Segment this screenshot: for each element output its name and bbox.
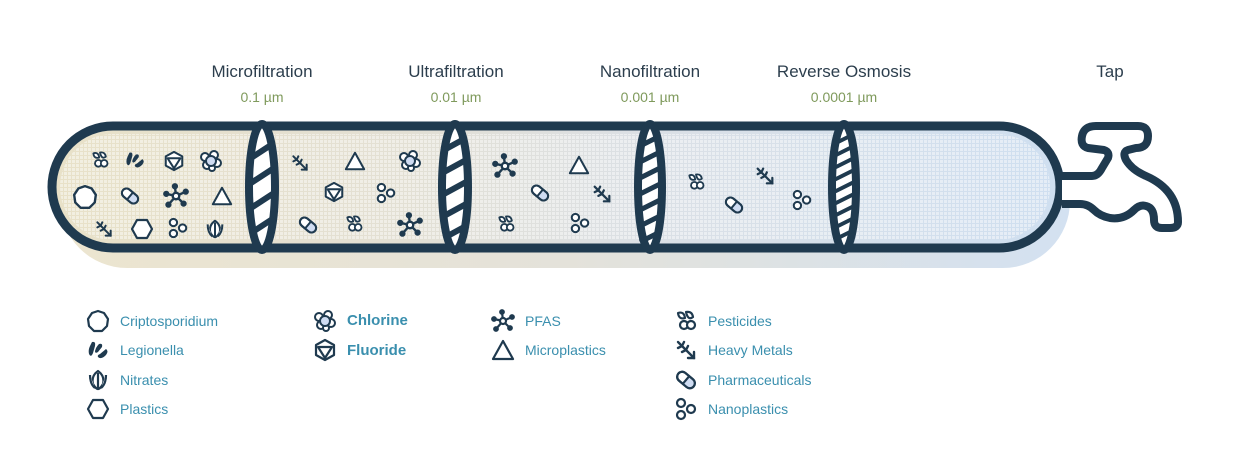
heavy-metals-icon xyxy=(674,338,698,362)
plastics-icon xyxy=(86,397,110,421)
legend-item-heavy-metals: Heavy Metals xyxy=(674,336,812,366)
nitrates-icon xyxy=(86,368,110,392)
stage-name: Microfiltration xyxy=(211,62,313,81)
legend-column-4: Pesticides Heavy Metals Pharmaceuticals … xyxy=(674,306,812,424)
criptosporidium-icon xyxy=(72,184,98,210)
legend-item-microplastics: Microplastics xyxy=(491,336,606,366)
stage-pore-size: 0.0001 µm xyxy=(810,89,878,105)
chlorine-icon xyxy=(313,309,337,333)
filter-membrane-microfiltration xyxy=(245,120,279,254)
tap-label: Tap xyxy=(1096,62,1124,81)
filter-membrane-ultrafiltration xyxy=(438,120,472,254)
legend-item-pfas: PFAS xyxy=(491,306,606,336)
stage-pore-size: 0.001 µm xyxy=(620,89,680,105)
legend-item-nanoplastics: Nanoplastics xyxy=(674,395,812,425)
tap-icon xyxy=(1062,122,1182,232)
stage-pore-size: 0.1 µm xyxy=(240,89,284,105)
legend-item-fluoride: Fluoride xyxy=(313,336,408,366)
legend-item-plastics: Plastics xyxy=(86,395,218,425)
stage-pore-size: 0.01 µm xyxy=(430,89,482,105)
legend-item-chlorine: Chlorine xyxy=(313,306,408,336)
legend-item-pesticides: Pesticides xyxy=(674,306,812,336)
legend-item-legionella: Legionella xyxy=(86,336,218,366)
plastics-icon xyxy=(130,218,154,240)
stage-name: Nanofiltration xyxy=(599,62,701,81)
pfas-icon xyxy=(491,309,515,333)
nanoplastics-icon xyxy=(674,397,698,421)
legend-item-nitrates: Nitrates xyxy=(86,365,218,395)
filter-membrane-reverse-osmosis xyxy=(828,120,860,254)
stage-name: Ultrafiltration xyxy=(408,62,504,81)
stage-name: Reverse Osmosis xyxy=(776,62,912,81)
stage-ultrafiltration: Ultrafiltration 0.01 µm xyxy=(366,61,546,107)
criptosporidium-icon xyxy=(86,309,110,333)
legionella-icon xyxy=(86,338,110,362)
pipe xyxy=(47,121,1065,253)
legend-column-3: PFAS Microplastics xyxy=(491,306,606,365)
legend-item-pharmaceuticals: Pharmaceuticals xyxy=(674,365,812,395)
microplastics-icon xyxy=(491,338,515,362)
legend-item-criptosporidium: Criptosporidium xyxy=(86,306,218,336)
legend-column-1: Criptosporidium Legionella Nitrates Plas… xyxy=(86,306,218,424)
stage-reverse-osmosis: Reverse Osmosis 0.0001 µm xyxy=(754,61,934,107)
stage-microfiltration: Microfiltration 0.1 µm xyxy=(172,61,352,107)
fluoride-icon xyxy=(313,338,337,362)
fluoride-icon xyxy=(164,150,184,172)
legend-column-2: Chlorine Fluoride xyxy=(313,306,408,365)
stage-nanofiltration: Nanofiltration 0.001 µm xyxy=(560,61,740,107)
filtration-diagram xyxy=(47,120,1182,268)
pharmaceuticals-icon xyxy=(674,368,698,392)
pesticides-icon xyxy=(674,309,698,333)
filter-membrane-nanofiltration xyxy=(634,120,666,254)
